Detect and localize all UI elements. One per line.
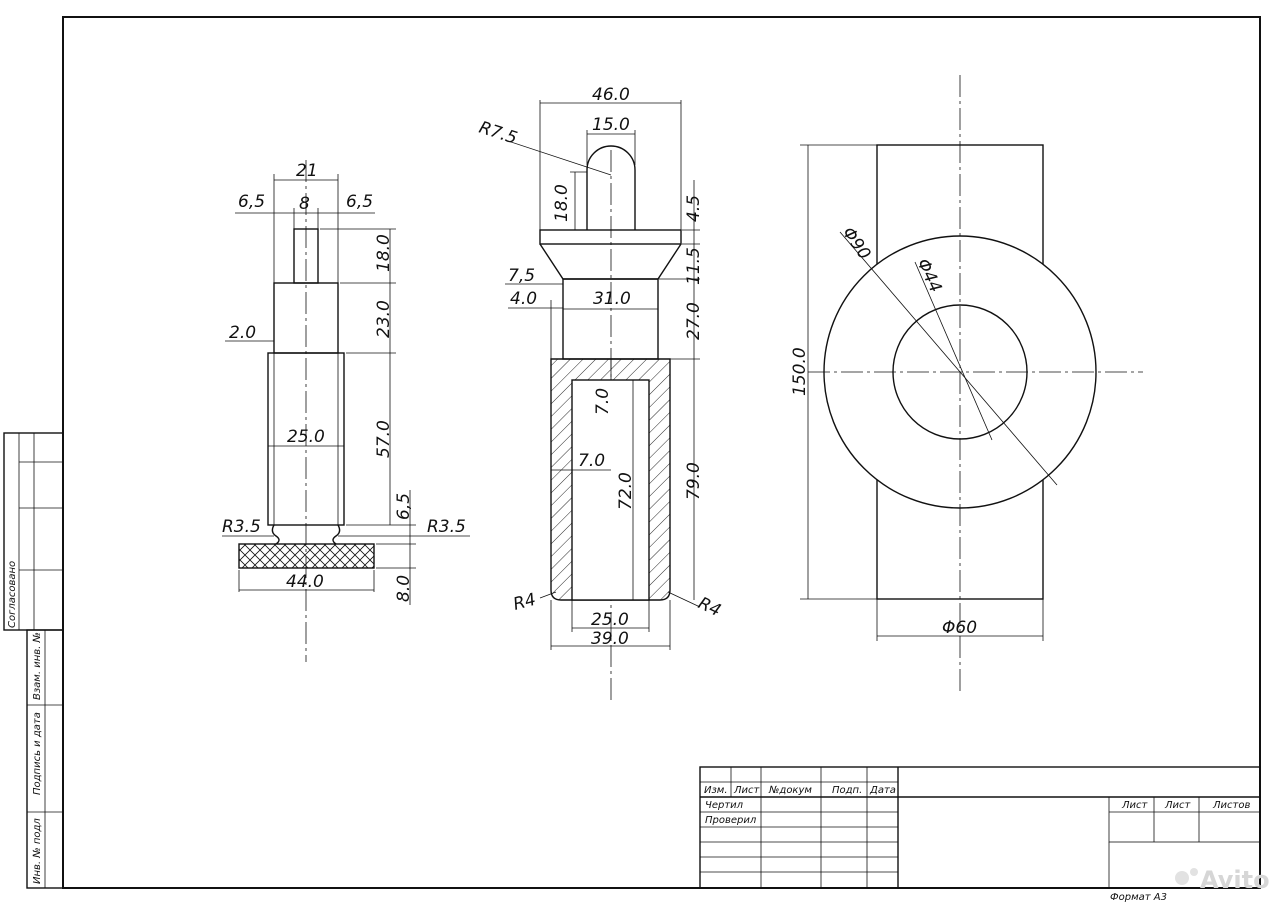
dim-mid-7-5: 7,5: [508, 266, 535, 286]
dim-mid-4-5: 4.5: [684, 195, 704, 222]
dim-mid-79: 79.0: [684, 462, 704, 500]
tb-sheets: Листов: [1212, 800, 1250, 811]
format-label: Формат А3: [1110, 892, 1167, 903]
dim-mid-4: 4.0: [510, 289, 537, 309]
dim-right-d60: Φ60: [942, 618, 977, 638]
dim-mid-18: 18.0: [552, 184, 572, 222]
svg-text:Avito: Avito: [1200, 866, 1270, 894]
dim-left-25: 25.0: [287, 427, 325, 447]
dim-left-r3-5-a: R3.5: [222, 517, 261, 537]
dim-mid-7-top: 7.0: [593, 388, 613, 415]
dim-left-8-0: 8.0: [394, 575, 414, 602]
right-part-view: Φ90 Φ44 150.0 Φ60: [790, 75, 1143, 695]
stamp-sign-date: Подпись и дата: [32, 712, 43, 795]
dim-right-d90: Φ90: [838, 223, 874, 263]
dim-left-23: 23.0: [374, 300, 394, 338]
dim-left-18: 18.0: [374, 234, 394, 272]
tb-sheet: Лист: [1121, 800, 1149, 811]
tb-checked: Проверил: [705, 815, 757, 826]
dim-mid-39: 39.0: [591, 629, 629, 649]
dim-left-6-5-b: 6,5: [346, 192, 373, 212]
dim-mid-15: 15.0: [592, 115, 630, 135]
dim-left-6-5-c: 6,5: [394, 493, 414, 520]
dim-mid-r7-5: R7.5: [476, 118, 519, 149]
dim-left-44: 44.0: [286, 572, 324, 592]
dim-left-6-5-a: 6,5: [238, 192, 265, 212]
dim-mid-25: 25.0: [591, 610, 629, 630]
dim-left-r3-5-b: R3.5: [427, 517, 466, 537]
tb-sheet2: Лист: [1164, 800, 1192, 811]
dim-left-21: 21: [296, 161, 318, 181]
dim-mid-72: 72.0: [616, 472, 636, 510]
stamp-agreed: Согласовано: [7, 561, 18, 628]
tb-podp: Подп.: [832, 785, 862, 796]
tb-list: Лист: [733, 785, 761, 796]
left-part-view: 21 6,5 8 6,5 18.0 23.0 57.0 6,5 8.0 2.0 …: [222, 160, 470, 662]
dim-mid-7-wall: 7.0: [578, 451, 605, 471]
dim-mid-11-5: 11.5: [684, 247, 704, 285]
left-base-knurl: [238, 543, 375, 569]
dim-left-2: 2.0: [229, 323, 256, 343]
dim-left-8: 8: [299, 194, 310, 214]
dim-mid-r4-a: R4: [511, 590, 538, 615]
middle-part-view: 46.0 15.0 R7.5 18.0 4.5 11.5 27.0 79.0 7…: [476, 85, 724, 700]
tb-izm: Изм.: [704, 785, 728, 796]
dim-mid-46: 46.0: [592, 85, 630, 105]
dim-mid-27: 27.0: [684, 302, 704, 340]
stamp-inv-podl: Инв. № подл: [32, 818, 43, 884]
tb-drawn: Чертил: [705, 800, 744, 811]
stamp-inv-zam: Взам. инв. №: [32, 632, 43, 700]
middle-bore: [571, 379, 650, 601]
tb-date: Дата: [869, 785, 896, 796]
dim-mid-r4-b: R4: [695, 593, 724, 621]
tb-ndoc: №докум: [768, 785, 812, 796]
dim-right-150: 150.0: [790, 347, 810, 396]
avito-watermark: Avito: [1175, 866, 1270, 894]
dim-mid-31: 31.0: [593, 289, 631, 309]
title-block: Изм. Лист №докум Подп. Дата Чертил Прове…: [699, 766, 1261, 889]
dim-left-57: 57.0: [374, 420, 394, 458]
side-stamp: Согласовано Взам. инв. № Подпись и дата …: [3, 432, 64, 889]
